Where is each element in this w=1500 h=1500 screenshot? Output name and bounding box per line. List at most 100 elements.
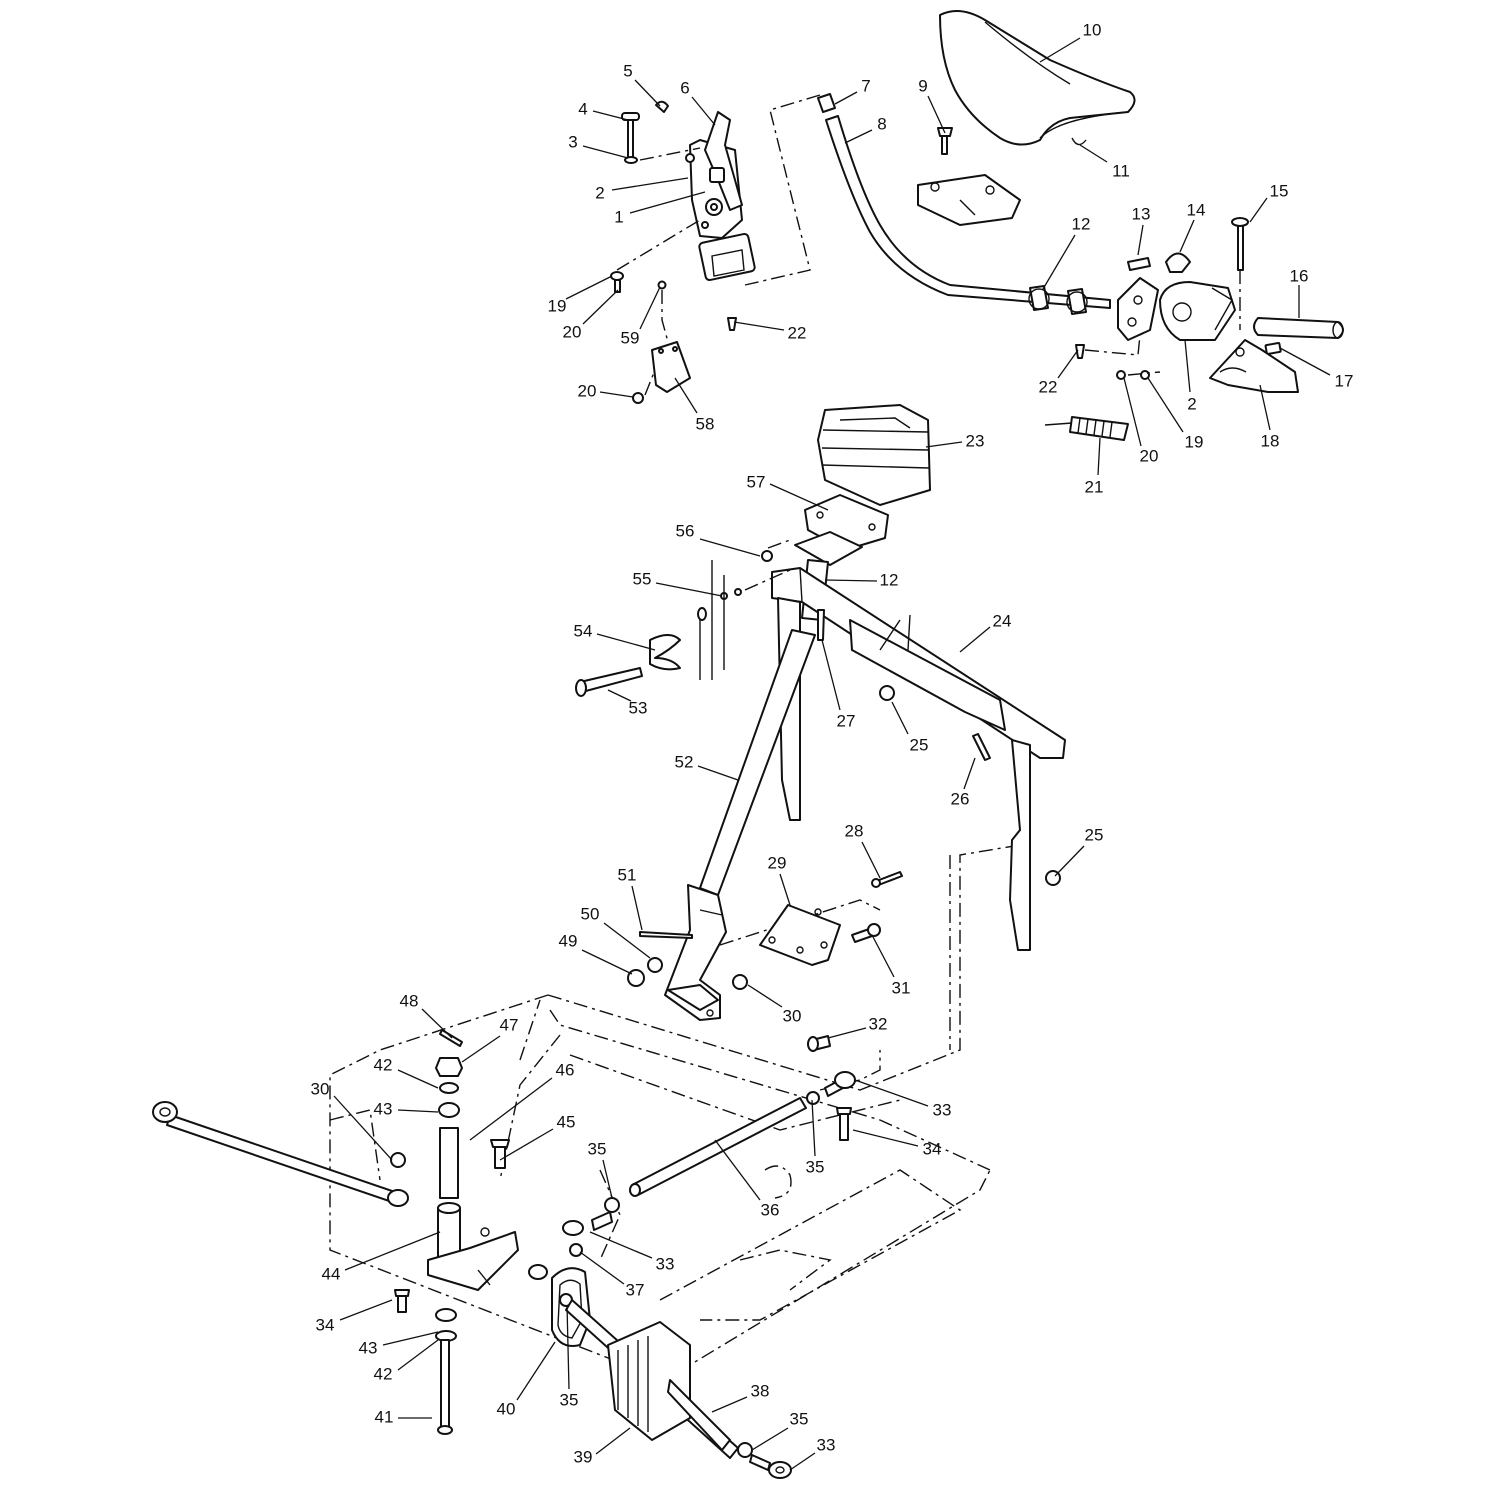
part-number-label: 20 [578,381,597,400]
callout-c45: 45 [499,1112,575,1161]
bushing-7 [817,93,836,113]
callout-c1: 1 [614,191,706,226]
callout-leader-line [714,1139,761,1201]
steering-linkage-lower [152,1029,856,1479]
callout-leader-line [596,633,656,651]
callout-c33c: 33 [789,1435,835,1471]
part-number-label: 43 [359,1338,378,1357]
callout-leader-line [607,689,632,702]
boot-39 [607,1321,691,1441]
callout-leader-line [581,949,633,975]
callout-leader-line [733,321,785,331]
part-number-label: 55 [633,569,652,588]
callout-c3: 3 [568,132,629,159]
callout-c13: 13 [1132,204,1150,256]
pin-27 [817,609,825,641]
part-number-label: 23 [966,431,985,450]
part-number-label: 58 [696,414,715,433]
plate-29-group [759,871,903,1052]
callout-leader-line [1042,234,1076,290]
callout-leader-line [871,934,895,978]
part-number-label: 52 [675,752,694,771]
callout-leader-line [827,1027,867,1039]
callout-c33a: 33 [854,1079,951,1119]
pin-15 [1237,221,1244,271]
callout-c35d: 35 [751,1409,808,1451]
callout-c12b: 12 [824,570,898,589]
bracket-18 [1209,339,1299,393]
arm-plate [427,1231,519,1291]
part-number-label: 20 [1140,446,1159,465]
part-number-label: 8 [877,114,886,133]
callout-leader-line [811,1099,816,1157]
callout-c12a: 12 [1042,214,1090,290]
part-number-label: 39 [574,1447,593,1466]
callout-c4: 4 [578,99,629,121]
part-number-label: 3 [568,132,577,151]
callout-leader-line [1039,37,1081,63]
callout-leader-line [397,1069,439,1089]
part-number-label: 29 [768,853,787,872]
callout-leader-line [1179,219,1195,253]
callout-leader-line [582,145,629,159]
part-number-label: 37 [626,1280,645,1299]
pin-26 [972,733,991,761]
callout-c42a: 42 [374,1055,439,1089]
callout-c20a: 20 [1123,377,1159,465]
part-number-label: 50 [581,904,600,923]
shaft-16 [1253,317,1344,339]
callout-c25a: 25 [891,701,928,754]
callout-c5: 5 [623,61,661,107]
callout-c30a: 30 [747,984,801,1025]
callout-leader-line [516,1341,556,1401]
callout-c23: 23 [925,431,985,450]
part-number-label: 41 [375,1407,394,1426]
lever-arm [704,111,743,211]
part-number-label: 16 [1290,266,1309,285]
callout-leader-line [769,483,829,511]
callout-leader-line [747,984,783,1008]
pin-48 [439,1029,463,1047]
callout-c43a: 43 [374,1099,439,1118]
callout-c25b: 25 [1054,825,1104,877]
clamp-12b [1067,288,1087,315]
part-number-label: 32 [869,1014,888,1033]
callout-c7: 7 [834,76,871,105]
part-number-label: 7 [861,76,870,95]
callout-c34b: 34 [316,1299,393,1334]
bolt-53 [579,667,643,693]
part-number-label: 47 [500,1015,519,1034]
part-number-label: 19 [1185,432,1204,451]
chassis-phantom-outline [329,844,1021,1381]
callout-c24: 24 [959,611,1011,653]
callout-c48: 48 [400,991,453,1039]
callout-c6: 6 [680,78,716,126]
callout-leader-line [861,841,881,879]
callout-c47: 47 [461,1015,519,1063]
callout-c22b: 22 [733,321,806,342]
callout-leader-line [834,91,858,105]
part-number-label: 4 [578,99,587,118]
bolt-41 [440,1339,450,1431]
callout-leader-line [891,701,909,735]
callout-leader-line [469,1077,553,1141]
steering-linkage-upper [817,93,1344,441]
callout-leader-line [333,1095,393,1161]
callout-c29: 29 [768,853,791,906]
callout-leader-line [634,79,661,107]
part-number-label: 53 [629,698,648,717]
callout-c8: 8 [844,114,887,144]
callout-leader-line [461,1035,501,1063]
callout-leader-line [699,538,761,557]
part-number-label: 46 [556,1060,575,1079]
bolt-4 [627,116,634,160]
part-number-label: 35 [806,1157,825,1176]
callout-c30b: 30 [311,1079,393,1161]
part-number-label: 25 [1085,825,1104,844]
spring-13 [1127,257,1151,271]
part-number-label: 31 [892,978,911,997]
part-number-label: 21 [1085,477,1104,496]
callout-leader-line [397,1339,439,1371]
callout-leader-line [629,191,706,214]
part-number-label: 11 [1112,161,1130,180]
